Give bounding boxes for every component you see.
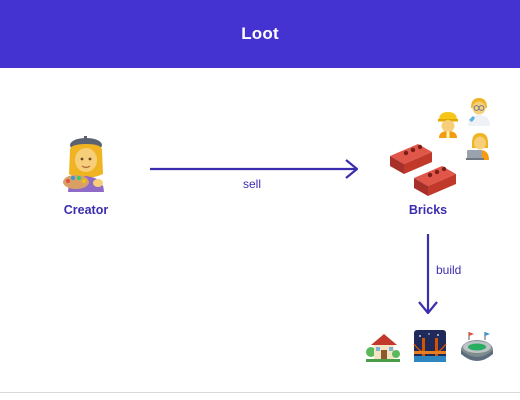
page-title: Loot [241, 24, 279, 43]
build-arrow [418, 234, 438, 315]
sell-label: sell [243, 177, 262, 191]
bricks-icon [390, 144, 456, 196]
artist-icon [63, 136, 104, 192]
build-label: build [436, 263, 462, 277]
construction-worker-icon [438, 112, 458, 138]
header-bar: Loot [0, 0, 520, 68]
technologist-icon [466, 133, 489, 160]
bottom-divider [0, 392, 520, 393]
bricks-label: Bricks [408, 203, 448, 217]
bridge-icon [413, 330, 447, 362]
house-icon [366, 334, 400, 362]
sell-arrow [150, 159, 359, 179]
scientist-icon [468, 98, 490, 126]
stadium-icon [461, 332, 493, 361]
creator-label: Creator [63, 203, 109, 217]
